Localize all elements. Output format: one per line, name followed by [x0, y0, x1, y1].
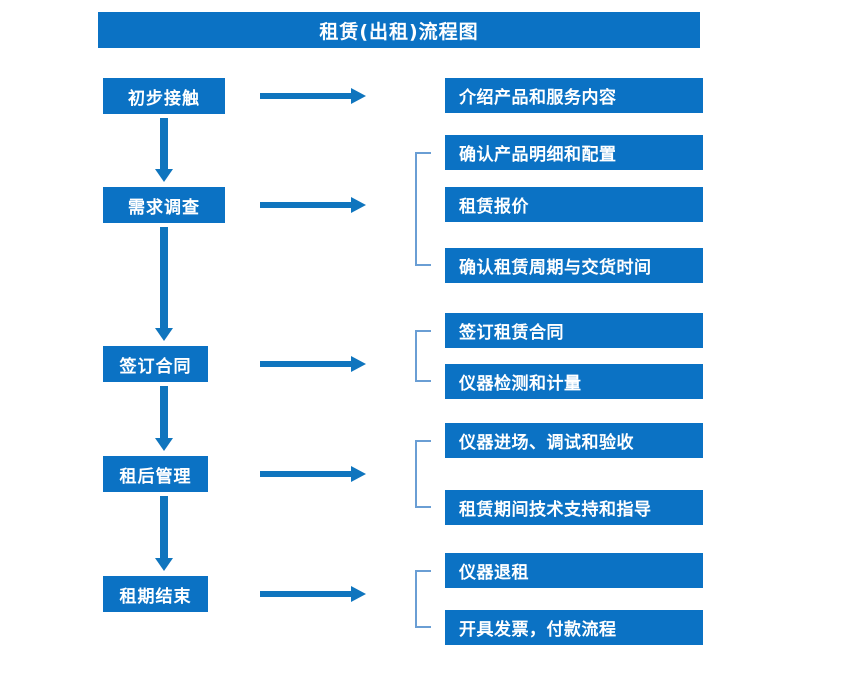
detail-box-4-2[interactable]: 租赁期间技术支持和指导 [445, 490, 703, 525]
detail-box-2-1[interactable]: 确认产品明细和配置 [445, 135, 703, 170]
stage-box-4[interactable]: 租后管理 [103, 456, 208, 492]
arrow-right-icon-1 [260, 88, 366, 104]
detail-box-5-2[interactable]: 开具发票，付款流程 [445, 610, 703, 645]
stage-box-5[interactable]: 租期结束 [103, 576, 208, 612]
stage-box-2[interactable]: 需求调查 [103, 187, 225, 223]
stage-box-1[interactable]: 初步接触 [103, 78, 225, 114]
arrow-right-icon-2 [260, 197, 366, 213]
detail-box-2-2[interactable]: 租赁报价 [445, 187, 703, 222]
stage-box-3[interactable]: 签订合同 [103, 346, 208, 382]
arrow-right-icon-4 [260, 466, 366, 482]
detail-box-2-3[interactable]: 确认租赁周期与交货时间 [445, 248, 703, 283]
arrow-right-icon-3 [260, 356, 366, 372]
arrow-right-icon-5 [260, 586, 366, 602]
group-bracket-icon-2 [415, 152, 431, 266]
arrow-down-icon-1 [155, 118, 173, 182]
detail-box-4-1[interactable]: 仪器进场、调试和验收 [445, 423, 703, 458]
arrow-down-icon-4 [155, 496, 173, 571]
detail-box-1-1[interactable]: 介绍产品和服务内容 [445, 78, 703, 113]
group-bracket-icon-5 [415, 570, 431, 628]
group-bracket-icon-4 [415, 440, 431, 508]
arrow-down-icon-3 [155, 386, 173, 451]
arrow-down-icon-2 [155, 227, 173, 341]
detail-box-5-1[interactable]: 仪器退租 [445, 553, 703, 588]
group-bracket-icon-3 [415, 330, 431, 382]
page-title: 租赁(出租)流程图 [98, 12, 700, 48]
detail-box-3-2[interactable]: 仪器检测和计量 [445, 364, 703, 399]
detail-box-3-1[interactable]: 签订租赁合同 [445, 313, 703, 348]
